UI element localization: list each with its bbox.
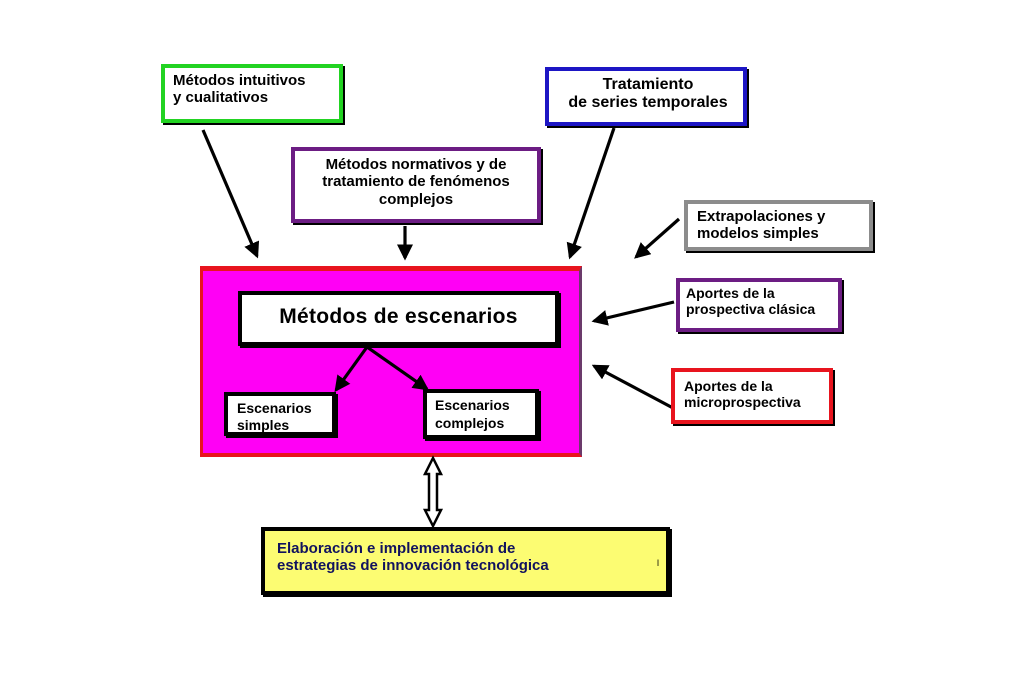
double-arrow-scenarios-strategy xyxy=(422,455,444,529)
normative-methods-box: Métodos normativos y de tratamiento de f… xyxy=(291,147,541,223)
normative-methods-line-3: complejos xyxy=(378,190,454,208)
arrow-intuitive-to-scenarios xyxy=(201,129,260,259)
scenario-methods-title: Métodos de escenarios xyxy=(279,305,518,328)
microprospective-line-1: Aportes de la xyxy=(684,378,773,394)
arrow-classic-to-scenarios xyxy=(591,300,675,326)
stray-mark: l xyxy=(657,558,659,568)
simple-scenarios-line-1: Escenarios xyxy=(237,400,312,416)
arrow-extrapolation-to-scenarios xyxy=(634,217,681,259)
simple-scenarios-line-2: simples xyxy=(237,416,290,433)
intuitive-methods-line-2: y cualitativos xyxy=(173,89,269,107)
complex-scenarios-line-1: Escenarios xyxy=(435,397,510,413)
innovation-strategy-line-2: estrategias de innovación tecnológica xyxy=(277,557,549,575)
time-series-line-2: de series temporales xyxy=(568,94,728,112)
innovation-strategy-box: Elaboración e implementación de estrateg… xyxy=(261,527,670,595)
microprospective-box: Aportes de la microprospectiva xyxy=(671,368,833,424)
time-series-line-1: Tratamiento xyxy=(602,76,694,93)
complex-scenarios-box: Escenarios complejos xyxy=(423,389,539,439)
simple-scenarios-box: Escenarios simples xyxy=(224,392,336,436)
intuitive-methods-line-1: Métodos intuitivos xyxy=(173,72,306,89)
scenario-methods-box: Métodos de escenarios xyxy=(238,291,559,346)
arrow-scenarios-to-simple xyxy=(334,346,369,393)
arrow-series-to-scenarios xyxy=(566,127,616,260)
complex-scenarios-line-2: complejos xyxy=(435,414,505,431)
extrapolation-line-2: modelos simples xyxy=(697,225,819,243)
extrapolation-line-1: Extrapolaciones y xyxy=(697,208,826,225)
normative-methods-line-1: Métodos normativos y de xyxy=(325,156,507,173)
microprospective-line-2: microprospectiva xyxy=(684,394,801,411)
classic-prospective-box: Aportes de la prospectiva clásica xyxy=(676,278,842,332)
innovation-strategy-line-1: Elaboración e implementación de xyxy=(277,540,516,557)
arrow-scenarios-to-complex xyxy=(366,345,430,391)
intuitive-methods-box: Métodos intuitivos y cualitativos xyxy=(161,64,343,123)
classic-prospective-line-2: prospectiva clásica xyxy=(686,301,816,318)
arrow-micro-to-scenarios xyxy=(591,364,674,410)
normative-methods-line-2: tratamiento de fenómenos xyxy=(322,173,510,191)
extrapolation-box: Extrapolaciones y modelos simples xyxy=(684,200,873,251)
classic-prospective-line-1: Aportes de la xyxy=(686,285,775,301)
time-series-box: Tratamiento de series temporales xyxy=(545,67,747,126)
